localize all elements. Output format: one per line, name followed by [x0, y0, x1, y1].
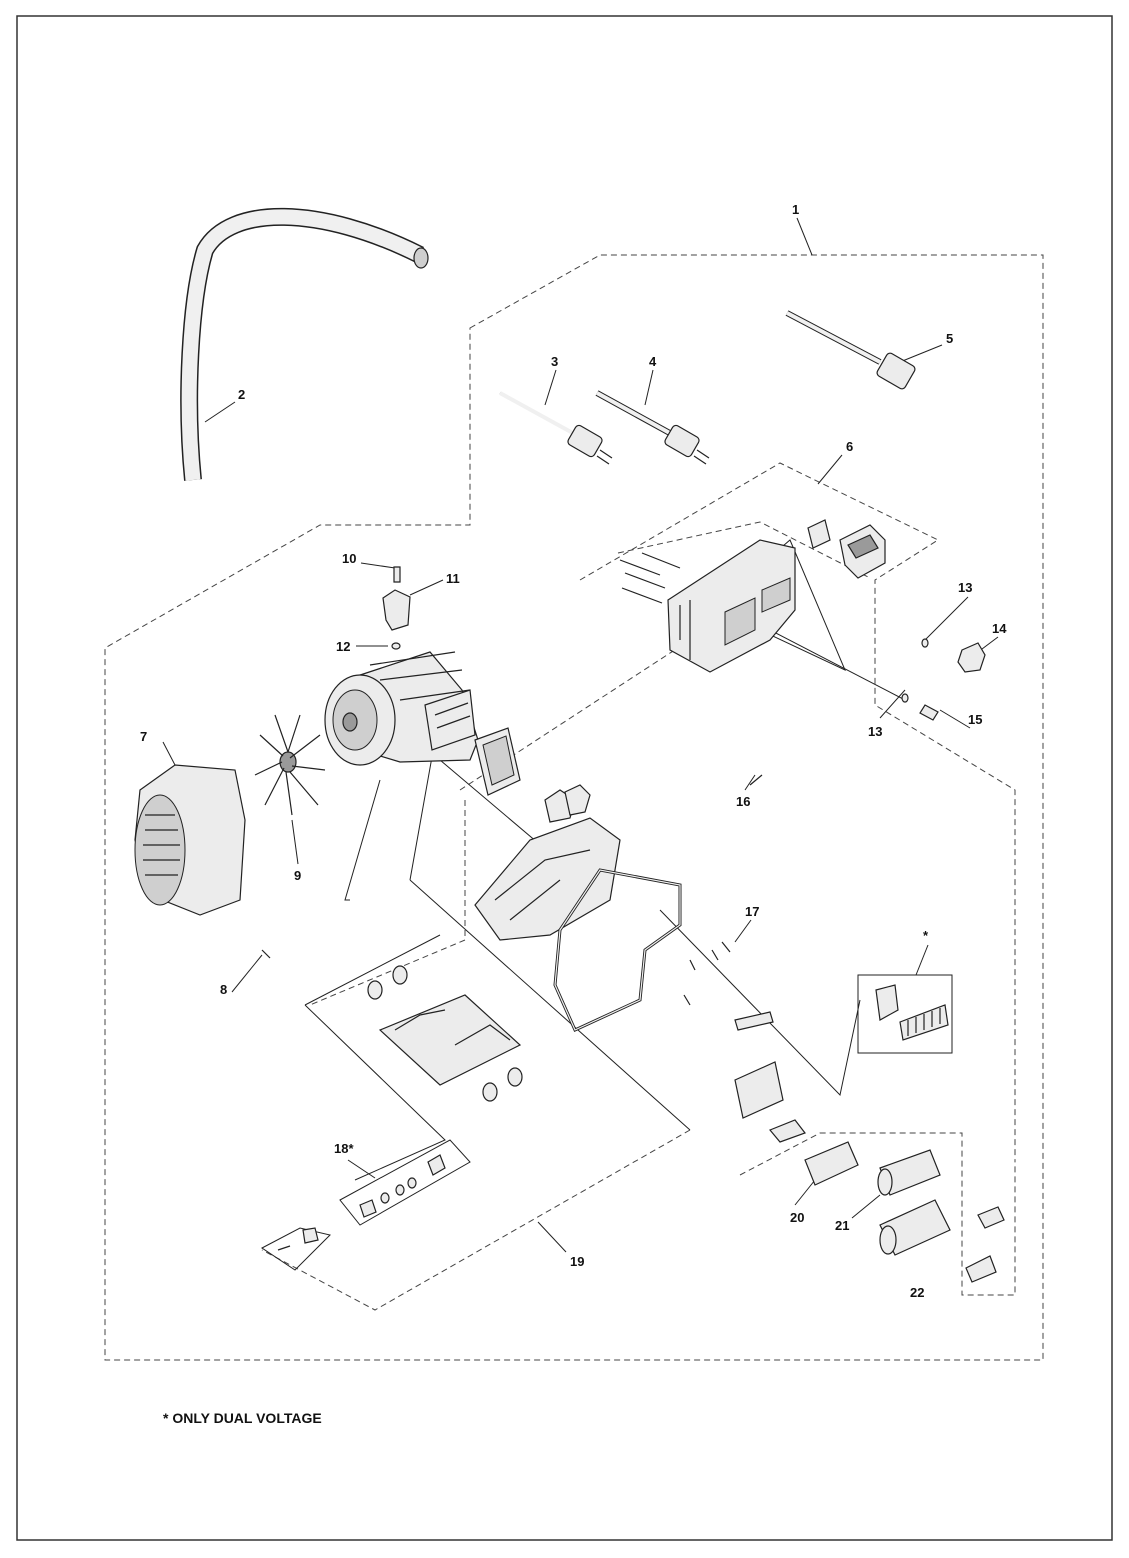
hose-part-2 [180, 207, 429, 481]
callout-4: 4 [649, 354, 657, 369]
terminal-box [474, 727, 731, 1032]
callout-15: 15 [968, 712, 982, 727]
dual-voltage-kit [857, 974, 953, 1054]
callout-13-bottom: 13 [868, 724, 882, 739]
callout-19: 19 [570, 1254, 584, 1269]
assembly-20-22-box [739, 1132, 1016, 1296]
mounting-plate [367, 965, 523, 1102]
power-cord-part-4 [595, 390, 710, 465]
callout-12: 12 [336, 639, 350, 654]
callout-11: 11 [446, 571, 460, 586]
callout-21: 21 [835, 1218, 849, 1233]
callout-10: 10 [342, 551, 356, 566]
callout-8: 8 [220, 982, 227, 997]
small-parts-13-16 [749, 638, 986, 786]
callout-3: 3 [551, 354, 558, 369]
switch-box-part-6 [619, 519, 886, 673]
callout-1: 1 [792, 202, 799, 217]
clamp-parts-10-12 [382, 566, 411, 650]
callout-2: 2 [238, 387, 245, 402]
callout-17: 17 [745, 904, 759, 919]
fan-cover-part-7 [134, 764, 271, 959]
callout-16: 16 [736, 794, 750, 809]
capacitor-parts [734, 1011, 1005, 1283]
assembly-1-boundary [104, 254, 1044, 1361]
callout-18: 18* [334, 1141, 354, 1156]
switch-parts-18 [261, 1139, 471, 1271]
motor [324, 651, 479, 766]
callout-labels: 1 2 3 4 5 6 7 8 9 10 11 12 13 13 14 15 1… [140, 202, 1007, 1300]
callout-22: 22 [910, 1285, 924, 1300]
callout-5: 5 [946, 331, 953, 346]
power-cord-part-5 [785, 310, 916, 390]
power-cord-part-3 [499, 391, 613, 465]
page-frame [16, 15, 1113, 1541]
callout-20: 20 [790, 1210, 804, 1225]
callout-13-top: 13 [958, 580, 972, 595]
callout-9: 9 [294, 868, 301, 883]
footnote: * ONLY DUAL VOLTAGE [163, 1410, 322, 1426]
fan-part-9 [254, 714, 326, 816]
assembly-6-boundary [579, 462, 1016, 1160]
leader-lines [162, 217, 999, 1253]
assembly-6-inner [617, 521, 871, 579]
callout-7: 7 [140, 729, 147, 744]
callout-14: 14 [992, 621, 1007, 636]
callout-6: 6 [846, 439, 853, 454]
callout-star: * [923, 928, 929, 943]
